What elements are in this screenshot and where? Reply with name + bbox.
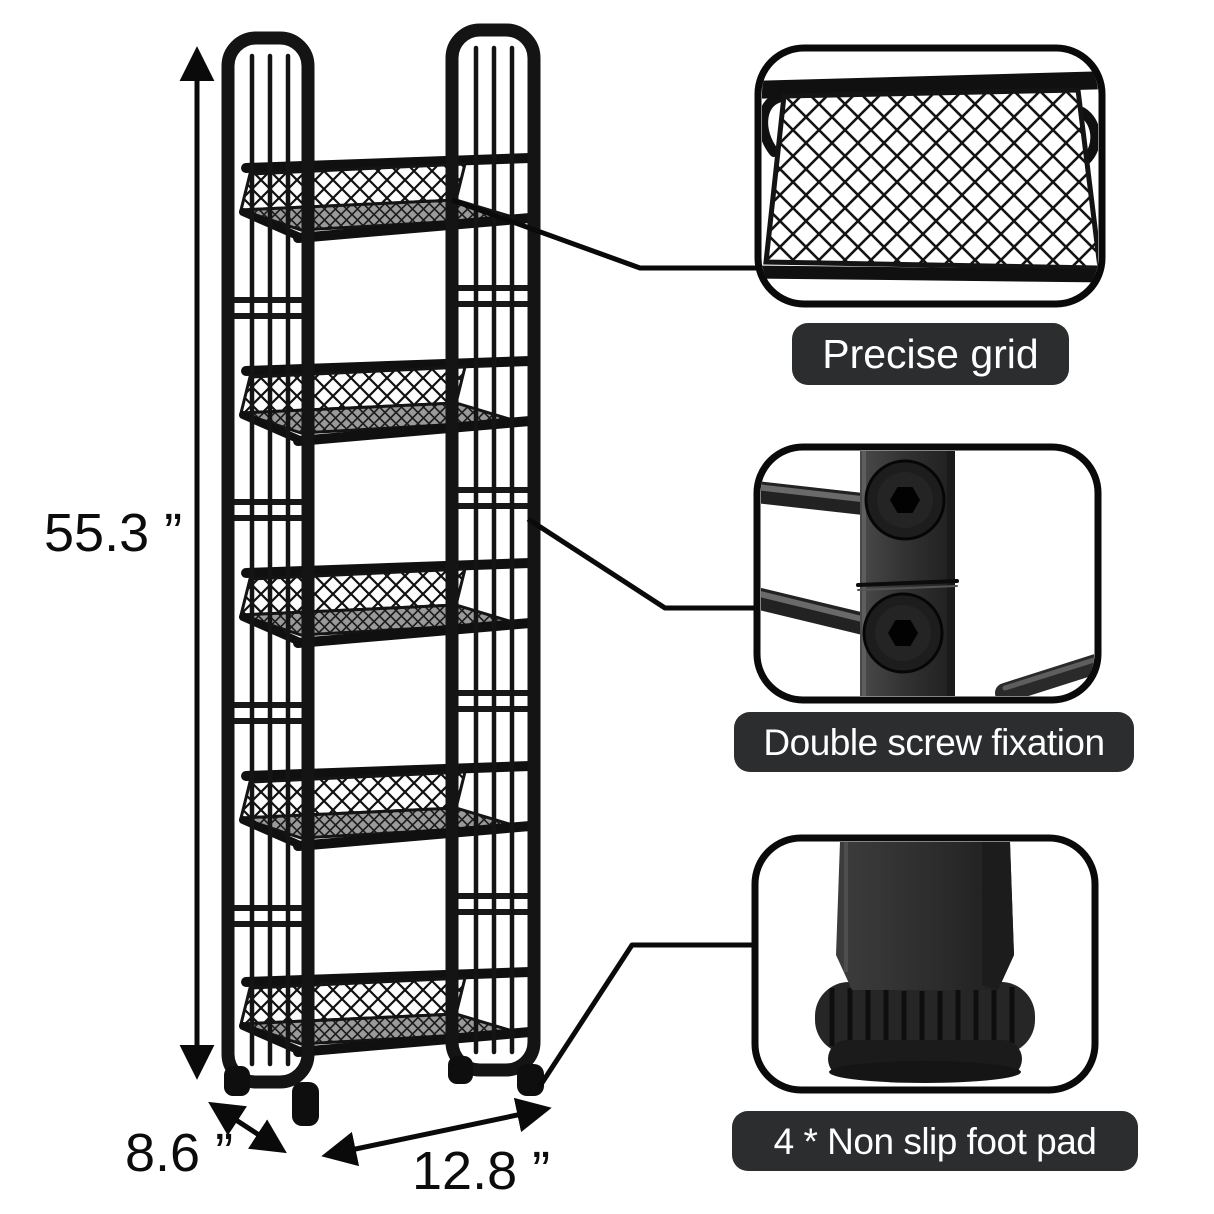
shelf-tier-3 [239,558,535,648]
depth-arrow [208,1101,287,1154]
callout-bubble-double-screw [753,443,1102,704]
callout-label-double-screw-fixation: Double screw fixation [734,712,1134,772]
right-frame [445,23,541,1077]
callout-bubble-foot-pad [751,834,1099,1094]
connector-double-screw [526,516,759,611]
callout-label-non-slip-foot-pad: 4 * Non slip foot pad [732,1111,1138,1171]
shelf-tier-2 [239,356,535,446]
foot-pad-icon [815,842,1035,1083]
callout-connector-lines [451,197,759,1088]
callout-bubble-precise-grid [754,44,1106,308]
depth-dimension-label: 8.6 ” [125,1123,234,1183]
shelf-tier-1 [239,153,535,243]
double-screw-icon [761,451,1094,696]
width-dimension-label: 12.8 ” [412,1141,551,1201]
shelf-tier-5 [239,967,535,1057]
rack-feet [224,1056,544,1126]
height-dimension-label: 55.3 ” [44,503,183,563]
shelf-tier-4 [239,761,535,851]
width-arrow [321,1097,552,1167]
shelf-rack [221,23,544,1126]
connector-precise-grid [451,197,758,271]
left-frame [221,31,315,1089]
callout-label-precise-grid: Precise grid [792,323,1069,385]
connector-foot-pad [537,942,757,1088]
dimension-arrows [179,46,552,1167]
mesh-grid-icon [762,71,1098,283]
